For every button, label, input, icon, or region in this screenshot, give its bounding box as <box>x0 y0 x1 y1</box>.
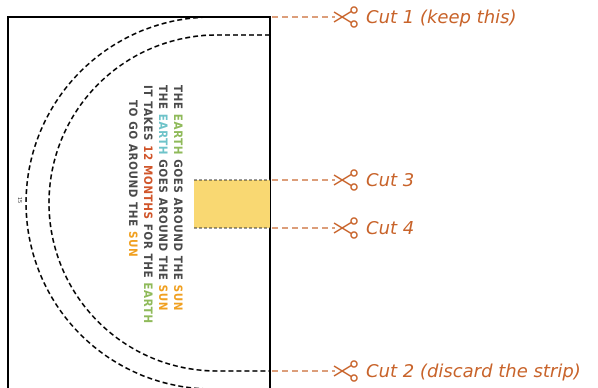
cut4-label: Cut 4 <box>366 218 414 239</box>
cut1-label: Cut 1 (keep this) <box>366 7 517 28</box>
scissors-icon <box>333 217 358 239</box>
scissors-icon <box>333 6 358 28</box>
cut-guides <box>272 16 335 372</box>
poem-line-1: THE EARTH GOES AROUND THE SUN <box>171 85 185 311</box>
cut2-label: Cut 2 (discard the strip) <box>366 361 581 382</box>
inner-dashed-arc <box>48 34 270 372</box>
poem-line-2: THE EARTH GOES AROUND THE SUN <box>156 85 170 311</box>
slot-strip <box>194 180 270 228</box>
outer-dashed-arc <box>25 16 270 388</box>
scissors-icon <box>333 169 358 191</box>
poem-text: THE EARTH GOES AROUND THE SUN THE EARTH … <box>126 85 185 324</box>
page-number: 15 <box>16 197 22 203</box>
poem-line-3: IT TAKES 12 MONTHS FOR THE EARTH <box>141 85 155 324</box>
poem-line-4: TO GO AROUND THE SUN <box>126 100 140 257</box>
cut3-label: Cut 3 <box>366 170 414 191</box>
scissors-icon <box>333 360 358 382</box>
